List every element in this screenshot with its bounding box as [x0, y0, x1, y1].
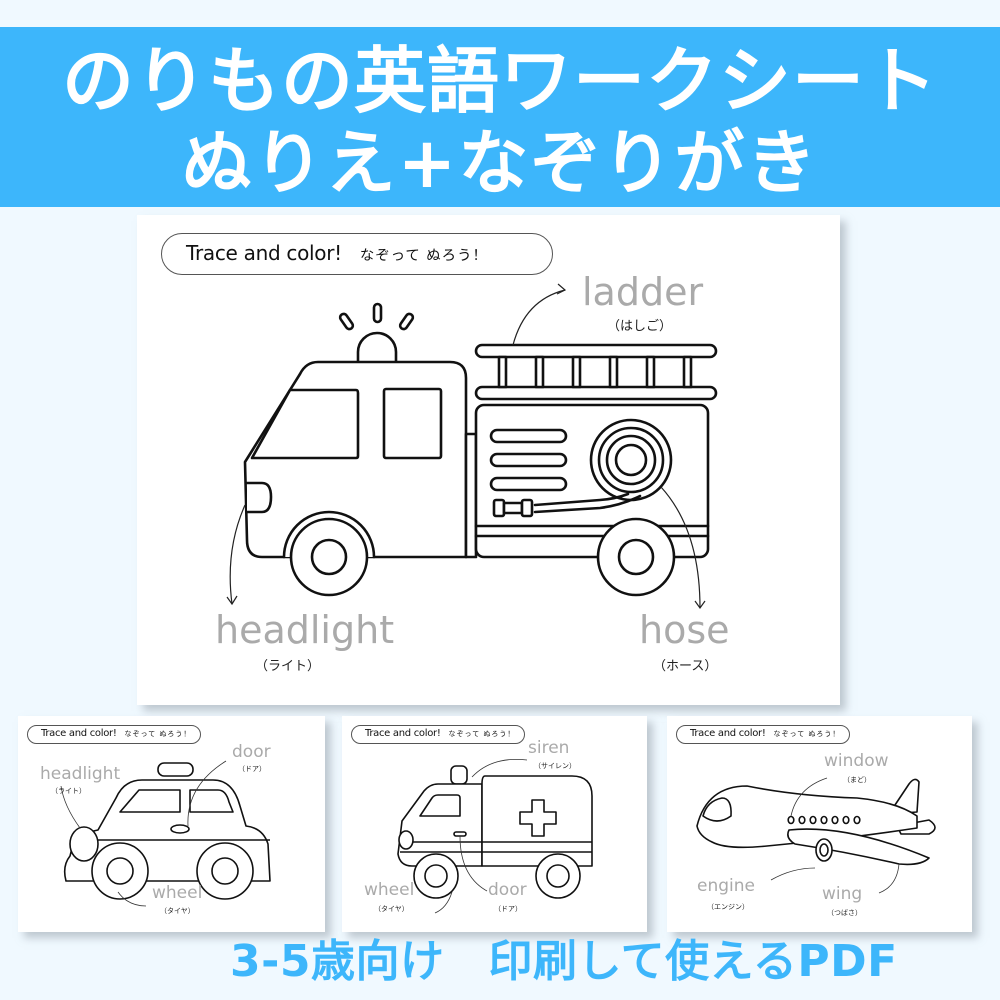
thumbnail-airplane: Trace and color! なぞって ぬろう！ window （まど） en…	[667, 716, 972, 932]
door-handle	[170, 824, 190, 834]
headlight-arrow-icon	[229, 504, 246, 605]
front-window	[119, 789, 181, 813]
thumbnail-ambulance: Trace and color! なぞって ぬろう！ siren （サイレン） w…	[342, 716, 647, 932]
trace-word-wing: wing	[822, 884, 863, 904]
instruction-pill: Trace and color! なぞって ぬろう！	[676, 725, 850, 744]
police-light-icon	[157, 762, 194, 777]
ladder-bottom-rail	[474, 385, 718, 401]
ladder-top-rail	[474, 343, 718, 359]
reading-headlight: （ライト）	[255, 659, 321, 674]
hose-nozzle	[492, 498, 506, 518]
instruction-jp: なぞって ぬろう！	[124, 730, 192, 738]
age-range-text: 3-5歳向け	[230, 936, 445, 987]
headlight	[69, 826, 99, 862]
reading-door: （ドア）	[494, 905, 522, 913]
reading-wheel: （タイヤ）	[374, 905, 409, 913]
instruction-en: Trace and color!	[690, 728, 766, 739]
instruction-pill: Trace and color! なぞって ぬろう！	[351, 725, 525, 744]
trace-word-siren: siren	[528, 738, 570, 758]
siren-ray-icon	[338, 312, 355, 331]
title-banner: のりもの英語ワークシート ぬりえ+なぞりがき	[0, 27, 1000, 207]
reading-engine: （エンジン）	[707, 903, 749, 911]
banner-title-line1: のりもの英語ワークシート	[61, 39, 938, 123]
hose-arrow-icon	[660, 486, 701, 609]
reading-wing: （つばさ）	[827, 909, 862, 917]
siren-icon	[450, 765, 468, 785]
instruction-pill: Trace and color! なぞって ぬろう！	[27, 725, 201, 744]
trace-word-hose: hose	[639, 608, 730, 652]
instruction-en: Trace and color!	[186, 241, 342, 265]
trace-word-headlight: headlight	[215, 608, 395, 652]
trace-word-door: door	[232, 742, 271, 762]
headlight	[398, 830, 414, 850]
door-handle	[453, 831, 467, 837]
cockpit-window	[702, 797, 732, 822]
ladder-rungs	[497, 355, 693, 389]
instruction-jp: なぞって ぬろう！	[773, 730, 841, 738]
trace-word-wheel: wheel	[364, 880, 415, 900]
reading-wheel: （タイヤ）	[160, 907, 195, 915]
trace-word-headlight: headlight	[40, 764, 121, 784]
vent	[489, 428, 568, 444]
instruction-en: Trace and color!	[365, 728, 441, 739]
reading-ladder: （はしご）	[607, 319, 673, 334]
main-wing	[787, 828, 930, 866]
police-car-illustration	[60, 760, 271, 907]
front-window	[419, 794, 461, 817]
cab-body	[397, 783, 483, 867]
fire-truck-illustration	[226, 283, 718, 610]
vent	[489, 476, 568, 492]
siren-ray-icon	[398, 312, 415, 331]
thumbnail-police-car: Trace and color! なぞって ぬろう！ headlight （ライト…	[18, 716, 325, 932]
fuselage	[696, 785, 918, 849]
banner-title-line2: ぬりえ+なぞりがき	[181, 122, 819, 204]
trace-word-ladder: ladder	[582, 270, 704, 314]
trace-word-engine: engine	[697, 876, 755, 896]
main-worksheet-preview: Trace and color! なぞって ぬろう！ ladder （はしご） h…	[137, 215, 840, 705]
reading-siren: （サイレン）	[534, 762, 576, 770]
pointer-arrows	[226, 283, 706, 610]
instruction-en: Trace and color!	[41, 728, 117, 739]
instruction-jp: なぞって ぬろう！	[448, 730, 516, 738]
instruction-pill: Trace and color! なぞって ぬろう！	[161, 233, 553, 275]
trace-word-window: window	[824, 751, 889, 771]
format-text: 印刷して使えるPDF	[488, 936, 898, 987]
footer-tagline: 3-5歳向け印刷して使えるPDF	[230, 934, 898, 990]
ambulance-illustration	[397, 758, 593, 914]
medical-cross-icon	[519, 799, 557, 837]
reading-hose: （ホース）	[653, 659, 718, 674]
passenger-windows	[787, 815, 861, 825]
cab-connector	[464, 432, 478, 559]
vent	[489, 452, 568, 468]
trace-word-door: door	[488, 880, 527, 900]
headlight	[245, 481, 273, 514]
airplane-illustration	[696, 777, 936, 894]
front-window	[250, 388, 360, 460]
trace-word-wheel: wheel	[152, 883, 203, 903]
siren-ray-icon	[372, 302, 383, 324]
reading-headlight: （ライト）	[51, 787, 86, 795]
instruction-jp: なぞって ぬろう！	[359, 248, 488, 264]
reading-door: （ドア）	[238, 765, 266, 773]
rear-window	[189, 789, 234, 813]
ladder-arrow-icon	[512, 289, 566, 346]
reading-window: （まど）	[843, 776, 871, 784]
side-window	[382, 387, 443, 460]
siren-icon	[356, 331, 398, 364]
